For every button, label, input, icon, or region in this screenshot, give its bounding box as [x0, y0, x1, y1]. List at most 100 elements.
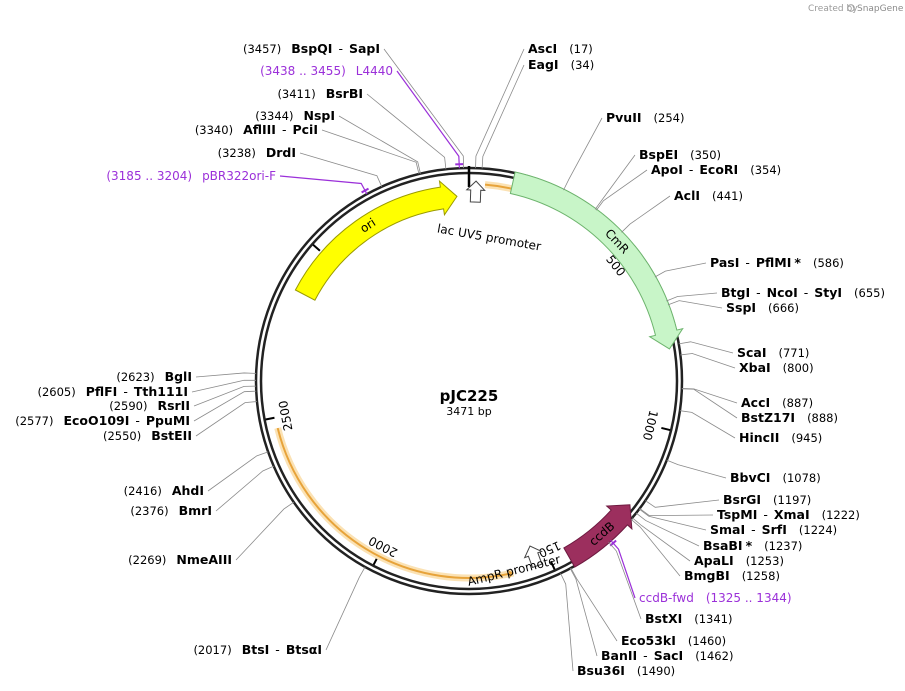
site-enzyme-ecoo109i: (2577)EcoO109I-PpuMI	[15, 390, 257, 428]
site-enzyme-smai: SmaI-SrfI(1224)	[638, 508, 837, 537]
site-enzyme-btsi: (2017)BtsI-BtsαI	[193, 566, 366, 657]
site-leader-line	[630, 518, 681, 577]
credit-prefix: Created by	[808, 4, 858, 14]
site-leader-line	[594, 154, 636, 210]
site-enzyme-pflfi: (2605)PflFI-Tth111I	[37, 379, 257, 399]
site-enzyme-eagi: EagI(34)	[481, 57, 594, 169]
site-enzyme-bmri: (2376)BmrI	[130, 465, 274, 518]
site-enzyme-bspei: BspEI(350)	[594, 147, 721, 210]
feature-arrow-ccdb	[563, 504, 633, 568]
site-leader-line	[666, 292, 718, 302]
svg-text:XbaI(800): XbaI(800)	[739, 360, 814, 375]
site-leader-line	[639, 508, 714, 516]
site-leader-line	[608, 541, 642, 620]
site-leader-line	[666, 459, 727, 479]
site-enzyme-acci: AccI(887)	[681, 388, 813, 410]
site-labels: (3457)BspQI-SapI AscI(17)EagI(34)(3438 ..…	[15, 41, 885, 678]
svg-text:(2590)RsrII: (2590)RsrII	[109, 398, 190, 413]
site-leader-line	[235, 501, 295, 561]
site-leader-line	[207, 451, 269, 492]
site-enzyme-scai: ScaI(771)	[678, 341, 809, 360]
site-primer-l4440: (3438 .. 3455)L4440	[260, 64, 464, 169]
site-leader-line	[621, 195, 671, 233]
promoter-arrow	[465, 180, 486, 203]
site-leader-line	[193, 390, 257, 422]
site-leader-line	[679, 410, 736, 439]
site-leader-line	[396, 70, 460, 169]
site-enzyme-ahdi: (2416)AhdI	[124, 451, 269, 498]
svg-text:BbvCI(1078): BbvCI(1078)	[730, 470, 821, 485]
svg-text:Bsu36I(1490): Bsu36I(1490)	[577, 663, 675, 678]
site-leader-line	[596, 169, 648, 211]
site-leader-line	[325, 566, 366, 651]
site-enzyme-sspi: SspI(666)	[667, 300, 799, 315]
site-enzyme-afliii: (3340)AflIII-PciI	[195, 122, 420, 175]
site-leader-line	[321, 129, 420, 175]
site-enzyme-drdi: (3238)DrdI	[218, 145, 383, 187]
map-center: pJC225 3471 bp	[440, 387, 499, 418]
svg-text:(2577)EcoO109I-PpuMI: (2577)EcoO109I-PpuMI	[15, 413, 190, 428]
feature-arrow-ori	[294, 179, 458, 301]
tick-label: 2500	[276, 399, 295, 432]
svg-text:SspI(666): SspI(666)	[726, 300, 799, 315]
site-leader-line	[681, 388, 738, 404]
site-enzyme-bmgbi: BmgBI(1258)	[630, 518, 780, 583]
credit-brand: SnapGene	[857, 4, 904, 14]
site-leader-line	[681, 388, 738, 419]
svg-text:(2605)PflFI-Tth111I: (2605)PflFI-Tth111I	[37, 384, 188, 399]
snapgene-logo-icon	[847, 4, 855, 12]
site-enzyme-bsu36i: Bsu36I(1490)	[560, 573, 675, 678]
site-enzyme-apoi: ApoI-EcoRI(354)	[596, 162, 781, 211]
feature-arrow-cmr	[509, 171, 684, 350]
svg-text:(2269)NmeAIII: (2269)NmeAIII	[128, 552, 232, 567]
site-enzyme-acli: AclI(441)	[621, 188, 743, 233]
promoter-arrow	[523, 545, 543, 569]
site-leader-line	[383, 48, 465, 169]
svg-text:SmaI-SrfI(1224): SmaI-SrfI(1224)	[710, 522, 837, 537]
site-enzyme-bsabi: BsaBI*(1237)	[635, 512, 802, 553]
site-leader-line	[654, 262, 707, 278]
tick-label: 1000	[640, 409, 661, 442]
primer-mark	[361, 187, 369, 194]
site-leader-line	[635, 512, 700, 547]
svg-text:AscI(17): AscI(17)	[528, 41, 593, 56]
site-enzyme-bstz17i: BstZ17I(888)	[681, 388, 838, 425]
site-enzyme-apali: ApaLI(1253)	[632, 517, 784, 568]
site-enzyme-bsrbi: (3411)BsrBI	[277, 86, 447, 170]
site-leader-line	[569, 568, 598, 657]
site-leader-line	[279, 175, 368, 195]
site-leader-line	[570, 567, 618, 642]
plasmid-size: 3471 bp	[446, 405, 491, 418]
site-enzyme-bbvci: BbvCI(1078)	[666, 459, 821, 485]
tick-mark	[265, 416, 275, 421]
svg-text:(3411)BsrBI: (3411)BsrBI	[277, 86, 363, 101]
site-enzyme-hincii: HincII(945)	[679, 410, 822, 445]
svg-text:HincII(945): HincII(945)	[739, 430, 822, 445]
site-leader-line	[632, 517, 691, 562]
site-leader-line	[645, 499, 720, 508]
svg-text:BstZ17I(888): BstZ17I(888)	[741, 410, 838, 425]
site-leader-line	[475, 48, 525, 169]
site-enzyme-eco53ki: Eco53kI(1460)	[570, 567, 726, 648]
svg-text:(3238)DrdI: (3238)DrdI	[218, 145, 296, 160]
site-enzyme-bspqi: (3457)BspQI-SapI	[243, 41, 465, 169]
svg-text:(2017)BtsI-BtsαI: (2017)BtsI-BtsαI	[193, 642, 322, 657]
site-leader-line	[366, 93, 447, 170]
site-leader-line	[195, 372, 257, 378]
site-leader-line	[680, 353, 736, 369]
svg-text:BsaBI*(1237): BsaBI*(1237)	[703, 538, 802, 553]
svg-text:(2376)BmrI: (2376)BmrI	[130, 503, 212, 518]
site-enzyme-tspmi: TspMI-XmaI(1222)	[639, 507, 860, 522]
svg-text:(3185 .. 3204)pBR322ori-F: (3185 .. 3204)pBR322ori-F	[106, 169, 276, 183]
site-enzyme-asci: AscI(17)	[475, 41, 593, 169]
svg-text:Eco53kI(1460): Eco53kI(1460)	[621, 633, 726, 648]
site-enzyme-banii: BanII-SacI(1462)	[569, 568, 733, 663]
site-leader-line	[338, 115, 421, 174]
svg-text:(2416)AhdI: (2416)AhdI	[124, 483, 204, 498]
svg-text:(2623)BglI: (2623)BglI	[116, 369, 192, 384]
svg-text:(3340)AflIII-PciI: (3340)AflIII-PciI	[195, 122, 318, 137]
plasmid-name: pJC225	[440, 387, 499, 405]
site-primer-ccdb-fwd: ccdB-fwd(1325 .. 1344)	[609, 539, 792, 605]
svg-text:AclI(441): AclI(441)	[674, 188, 743, 203]
